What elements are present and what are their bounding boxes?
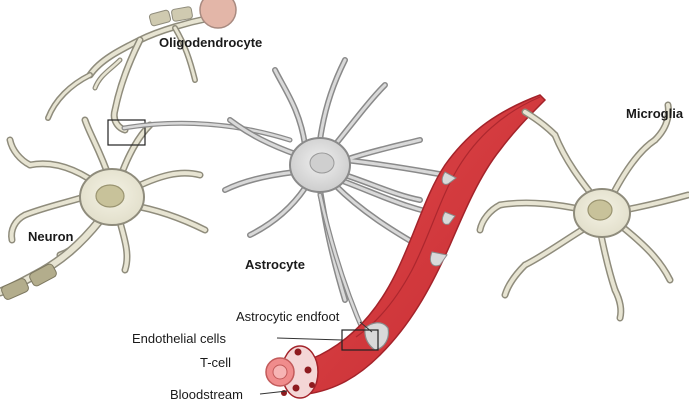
- oligodendrocyte-process: [48, 75, 90, 118]
- leader-line-endothelial: [277, 338, 342, 340]
- t-cell-nucleus: [273, 365, 287, 379]
- astrocytic-endfoot: [430, 252, 447, 266]
- myelin-segment: [0, 277, 29, 300]
- blood-cell: [305, 367, 312, 374]
- neuron-nucleus: [96, 185, 124, 207]
- blood-cell: [295, 349, 302, 356]
- label-neuron: Neuron: [28, 230, 74, 243]
- blood-cell: [293, 385, 300, 392]
- label-bloodstream: Bloodstream: [170, 388, 243, 401]
- label-t-cell: T-cell: [200, 356, 231, 369]
- astrocyte-nucleus: [310, 153, 334, 173]
- myelin-segment: [149, 10, 171, 27]
- label-astrocyte: Astrocyte: [245, 258, 305, 271]
- blood-cell: [309, 382, 315, 388]
- oligodendrocyte-soma: [200, 0, 236, 28]
- microglia-nucleus: [588, 200, 612, 220]
- label-microglia: Microglia: [626, 107, 683, 120]
- label-oligodendrocyte: Oligodendrocyte: [159, 36, 262, 49]
- label-astrocytic-endfoot: Astrocytic endfoot: [236, 310, 339, 323]
- label-endothelial-cells: Endothelial cells: [132, 332, 226, 345]
